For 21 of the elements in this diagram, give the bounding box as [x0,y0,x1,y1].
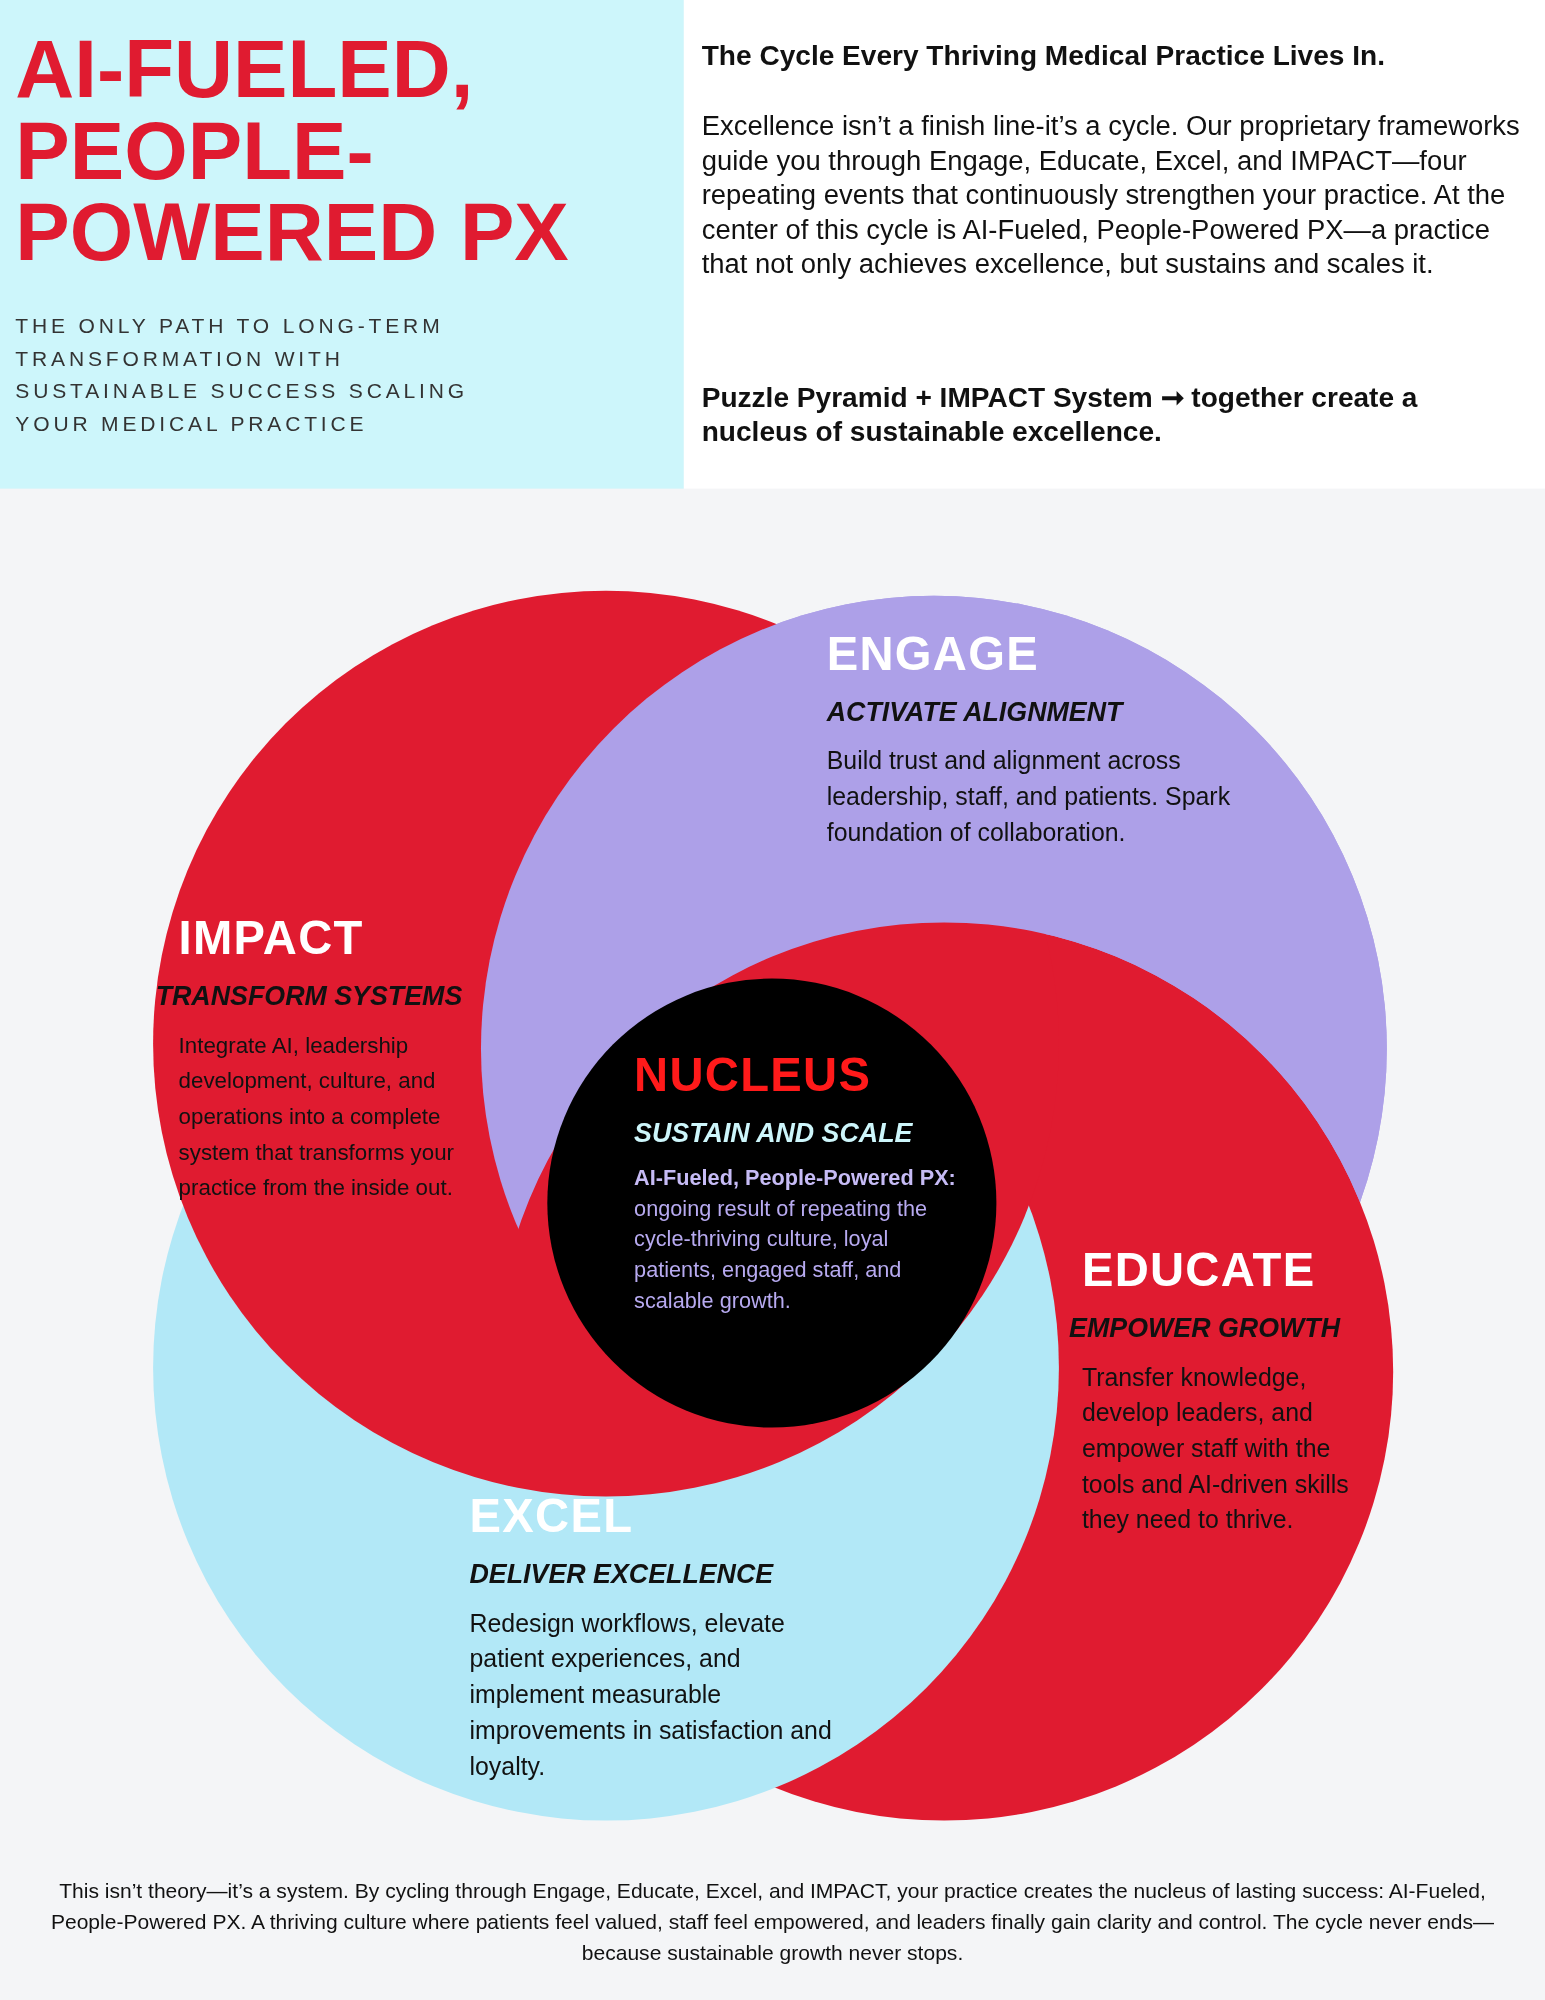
circle-subheading: TRANSFORM SYSTEMS [155,981,464,1012]
circle-description: Integrate AI, leadership development, culture, and operations into a complete system that transforms your practice from the inside out. [177,1031,456,1203]
circle-subheading: EMPOWER GROWTH [1069,1312,1342,1344]
title: AI-FUELED, PEOPLE-POWERED PX [15,28,570,273]
circle-subheading: DELIVER EXCELLENCE [469,1559,775,1590]
circle-heading: EXCEL [469,1490,635,1544]
circle-description: Build trust and alignment across leadership, staff, and patients. Spark foundation of collaboration. [826,745,1232,848]
circle-heading: EDUCATE [1080,1243,1317,1298]
intro-paragraph: Excellence isn’t a finish line-it’s a cycle. Our proprietary frameworks guide you through Engage, Educate, Excel, and IMPACT—four repeating events that continuously strengthen your practice. At the center of this cycle is AI-Fueled, People-Powered PX—a practice that not only achieves excellence, but sustains and scales it. [701,110,1521,282]
circle-subheading: SUSTAIN AND SCALE [634,1117,914,1149]
circle-description: AI-Fueled, People-Powered PX: ongoing result of repeating the cycle-thriving culture, loyal patients, engaged staff, and scalable growth. [634,1165,957,1315]
circle-heading: IMPACT [177,912,365,966]
subtitle: THE ONLY PATH TO LONG-TERM TRANSFORMATION WITH SUSTAINABLE SUCCESS SCALING YOUR MEDICAL PRACTICE [15,312,470,437]
circle-subheading: ACTIVATE ALIGNMENT [826,696,1125,728]
circle-heading: NUCLEUS [634,1048,873,1103]
caption: This isn’t theory—it’s a system. By cycling through Engage, Educate, Excel, and IMPACT, your practice creates the nucleus of lasting success: AI-Fueled, People-Powered PX. A thriving culture where patients feel valued, staff feel empowered, and leaders finally gain clarity and control. The cycle never ends—because sustainable growth never stops. [49,1878,1496,1966]
circle-description: Transfer knowledge, develop leaders, and empower staff with the tools and AI-driven skills they need to thrive. [1080,1361,1350,1536]
summary-statement: Puzzle Pyramid + IMPACT System ➞ together create a nucleus of sustainable excellence. [701,380,1419,450]
circle-description: Redesign workflows, elevate patient experiences, and implement measurable improvements in satisfaction and loyalty. [469,1607,833,1782]
section-heading: The Cycle Every Thriving Medical Practice Lives In. [701,39,1386,73]
circle-heading: ENGAGE [826,627,1040,682]
